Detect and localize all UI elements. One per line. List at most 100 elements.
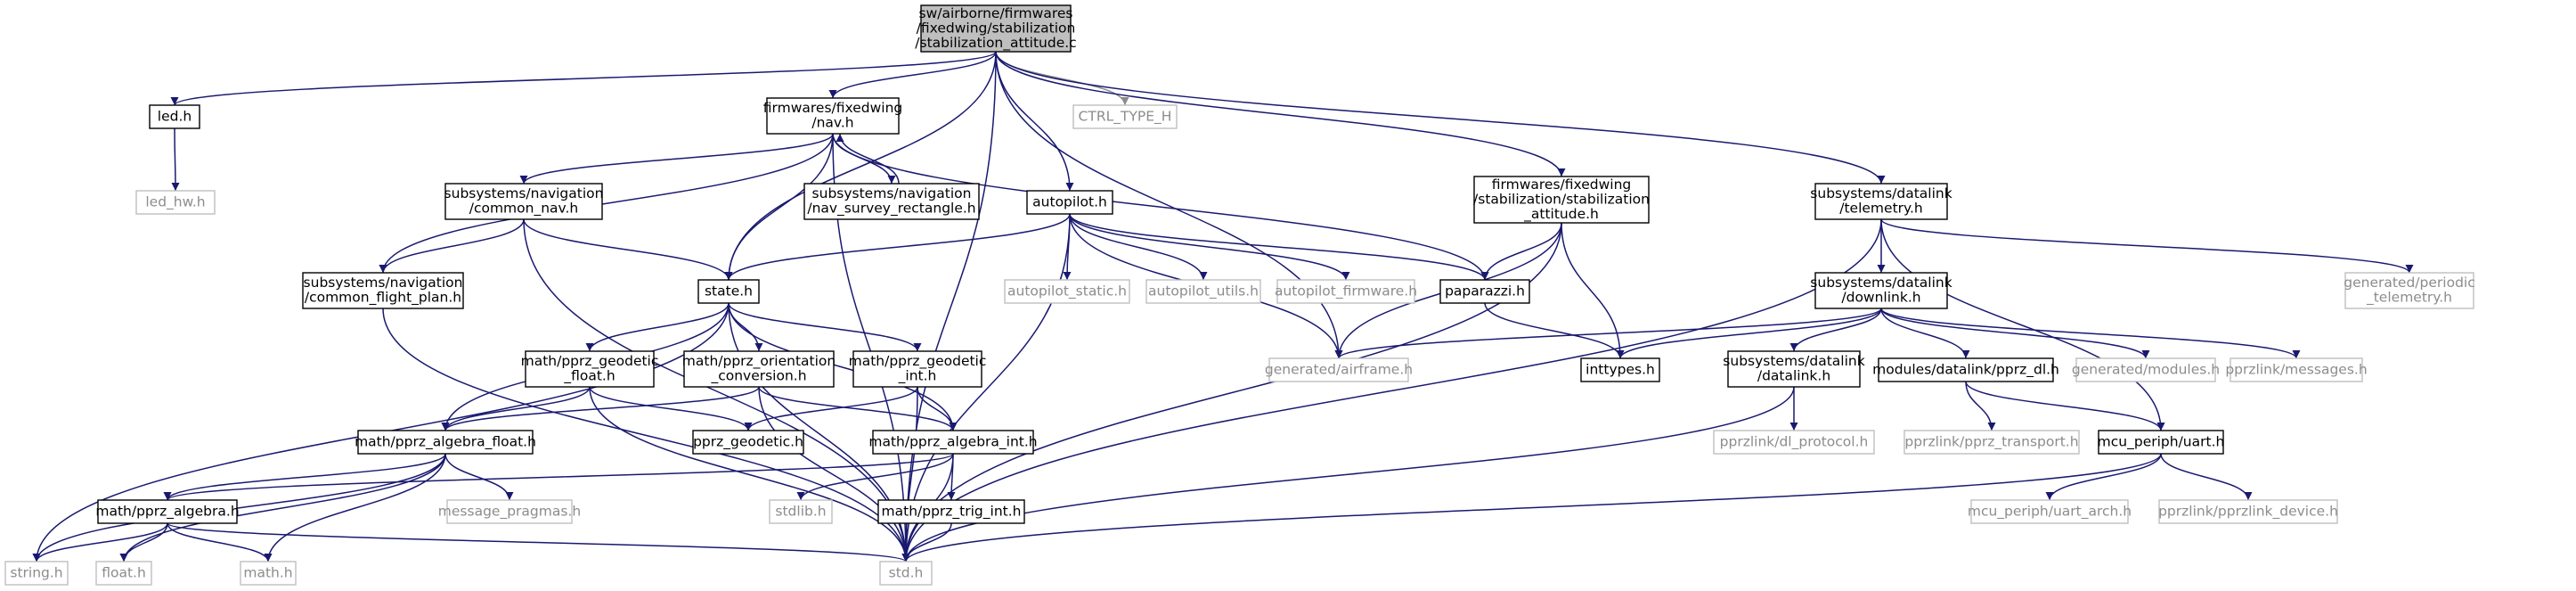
- edge-algebra_h-to-float_h: [119, 522, 168, 562]
- edge-orientation_conv_h-to-algebra_int_h: [758, 386, 958, 431]
- edge-nav_h-to-state_h: [724, 133, 834, 281]
- node-datalink-h[interactable]: subsystems/datalink/datalink.h: [1723, 350, 1865, 388]
- edge-geodetic_float_h-to-std_h: [589, 386, 910, 562]
- node-box: [803, 183, 980, 220]
- node-label: float.h: [102, 564, 146, 580]
- node-paparazzi-h[interactable]: paparazzi.h: [1439, 279, 1530, 304]
- node-label: math.h: [243, 564, 292, 580]
- node-box: [1814, 272, 1948, 309]
- edge-autopilot_h-to-std_h: [901, 213, 1071, 562]
- node-box: [872, 430, 1034, 455]
- node-label: autopilot_firmware.h: [1275, 283, 1417, 300]
- node-messages-h: pprzlink/messages.h: [2225, 357, 2368, 382]
- node-common-flight-plan-h[interactable]: subsystems/navigation/common_flight_plan…: [302, 272, 464, 309]
- node-label: firmwares/fixedwing: [1492, 176, 1631, 193]
- node-geodetic-int-h[interactable]: math/pprz_geodetic_int.h: [849, 350, 987, 388]
- node-label: /stabilization/stabilization: [1473, 191, 1650, 207]
- node-label: mcu_periph/uart_arch.h: [1968, 503, 2132, 520]
- edge-geodetic_float_h-to-algebra_float_h: [441, 386, 591, 431]
- node-box: [1276, 279, 1415, 304]
- file-nodes: sw/airborne/firmwares/fixedwing/stabiliz…: [4, 4, 2475, 586]
- node-algebra-float-h[interactable]: math/pprz_algebra_float.h: [355, 430, 536, 455]
- node-label: pprzlink/pprzlink_device.h: [2158, 503, 2338, 520]
- node-label: /nav_survey_rectangle.h: [807, 201, 975, 218]
- node-nav-h[interactable]: firmwares/fixedwing/nav.h: [763, 97, 902, 135]
- node-autopilot-h[interactable]: autopilot.h: [1026, 190, 1113, 215]
- edge-root-to-ctrl_type_h: [995, 51, 1129, 106]
- node-algebra-h[interactable]: math/pprz_algebra.h: [95, 499, 240, 524]
- node-box: [95, 561, 152, 586]
- node-box: [149, 104, 200, 129]
- node-box: [1026, 190, 1113, 215]
- node-box: [525, 350, 655, 388]
- node-modules-h: generated/modules.h: [2072, 357, 2220, 382]
- node-geodetic-float-h[interactable]: math/pprz_geodetic_float.h: [521, 350, 659, 388]
- edge-root-to-telemetry_h: [995, 51, 1886, 185]
- edge-telemetry_h-to-uart_h: [1880, 218, 2165, 431]
- node-pprz-dl-h[interactable]: modules/datalink/pprz_dl.h: [1872, 357, 2059, 382]
- edge-root-to-state_h: [724, 51, 997, 281]
- node-state-h[interactable]: state.h: [697, 279, 760, 304]
- edge-nav_h-to-common_flight_plan_h: [379, 133, 834, 274]
- node-label: _int.h: [898, 368, 937, 385]
- node-box: [879, 561, 933, 586]
- edge-state_h-to-geodetic_int_h: [728, 302, 922, 352]
- edge-algebra_float_h-to-math_h: [264, 453, 446, 562]
- edge-algebra_float_h-to-algebra_h: [163, 453, 446, 501]
- node-box: [4, 561, 69, 586]
- node-label: generated/periodic: [2344, 275, 2475, 291]
- edge-pprz_dl_h-to-pprz_transport_h: [1965, 381, 1996, 431]
- node-label: /datalink.h: [1757, 368, 1830, 384]
- edge-autopilot_h-to-state_h: [724, 213, 1071, 281]
- edge-nav_survey_h-to-nav_h: [836, 133, 900, 185]
- node-label: _attitude.h: [1523, 206, 1599, 223]
- edge-paparazzi_h-to-inttypes_h: [1484, 302, 1625, 359]
- node-box: [692, 430, 804, 455]
- node-autopilot-firmware-h: autopilot_firmware.h: [1275, 279, 1417, 304]
- node-common-nav-h[interactable]: subsystems/navigation/common_nav.h: [444, 183, 604, 220]
- edge-autopilot_h-to-paparazzi_h: [1069, 213, 1489, 281]
- edge-orientation_conv_h-to-std_h: [758, 386, 910, 562]
- node-label: autopilot.h: [1032, 193, 1107, 209]
- node-box: [2230, 357, 2363, 382]
- node-autopilot-utils-h: autopilot_utils.h: [1145, 279, 1261, 304]
- edge-geodetic_float_h-to-pprz_geodetic_h: [589, 386, 753, 431]
- node-uart-h[interactable]: mcu_periph/uart.h: [2098, 430, 2225, 455]
- node-telemetry-h[interactable]: subsystems/datalink/telemetry.h: [1810, 183, 1952, 220]
- node-std-h: std.h: [879, 561, 933, 586]
- edge-algebra_int_h-to-algebra_h: [163, 453, 954, 501]
- node-pprz-geodetic-h[interactable]: pprz_geodetic.h: [692, 430, 804, 455]
- node-label: pprzlink/dl_protocol.h: [1720, 433, 1869, 450]
- node-label: inttypes.h: [1586, 361, 1655, 377]
- edge-uart_h-to-std_h: [901, 453, 2162, 562]
- node-algebra-int-h[interactable]: math/pprz_algebra_int.h: [868, 430, 1038, 455]
- node-box: [683, 350, 835, 388]
- node-label: /fixedwing/stabilization: [917, 20, 1076, 36]
- node-box: [920, 4, 1072, 53]
- node-label: subsystems/navigation: [304, 275, 463, 291]
- edge-stab_att_h-to-paparazzi_h: [1480, 222, 1562, 281]
- node-stab-att-h[interactable]: firmwares/fixedwing/stabilization/stabil…: [1473, 176, 1650, 224]
- node-label: CTRL_TYPE_H: [1079, 108, 1172, 125]
- edge-downlink_h-to-messages_h: [1880, 308, 2301, 359]
- node-orientation-conv-h[interactable]: math/pprz_orientation_conversion.h: [682, 350, 836, 388]
- node-label: /common_nav.h: [469, 201, 579, 218]
- node-nav-survey-h[interactable]: subsystems/navigation/nav_survey_rectang…: [803, 183, 980, 220]
- node-label: subsystems/datalink: [1810, 185, 1952, 201]
- node-led-h[interactable]: led.h: [149, 104, 200, 129]
- node-dl-protocol-h: pprzlink/dl_protocol.h: [1713, 430, 1875, 455]
- edge-autopilot_h-to-autopilot_firmware_h: [1069, 213, 1350, 281]
- node-label: led_hw.h: [145, 193, 205, 210]
- node-trig-int-h[interactable]: math/pprz_trig_int.h: [877, 499, 1025, 524]
- node-root[interactable]: sw/airborne/firmwares/fixedwing/stabiliz…: [915, 4, 1077, 53]
- node-inttypes-h[interactable]: inttypes.h: [1580, 357, 1660, 382]
- node-label: modules/datalink/pprz_dl.h: [1872, 361, 2059, 378]
- node-box: [1072, 104, 1178, 129]
- node-downlink-h[interactable]: subsystems/datalink/downlink.h: [1810, 272, 1952, 309]
- edge-algebra_int_h-to-stdlib_h: [796, 453, 954, 501]
- node-label: sw/airborne/firmwares: [919, 5, 1073, 21]
- node-label: math/pprz_trig_int.h: [882, 503, 1022, 520]
- node-label: /telemetry.h: [1839, 201, 1922, 217]
- edge-orientation_conv_h-to-algebra_float_h: [441, 386, 760, 431]
